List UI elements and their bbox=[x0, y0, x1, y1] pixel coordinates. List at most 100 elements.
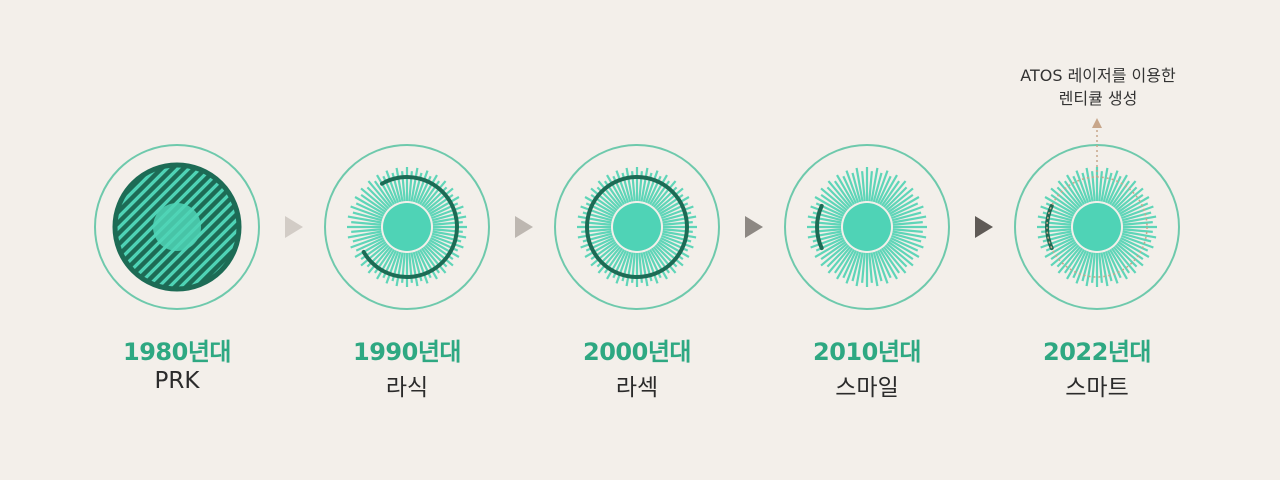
ray bbox=[606, 248, 625, 280]
ray bbox=[881, 180, 901, 207]
ray bbox=[842, 250, 858, 279]
ray bbox=[649, 174, 668, 206]
ray bbox=[1081, 251, 1092, 282]
stage-3-name: 라섹 bbox=[615, 375, 659, 401]
ray bbox=[826, 186, 850, 210]
hatch-line bbox=[115, 165, 229, 289]
ray bbox=[615, 251, 630, 284]
ray bbox=[351, 221, 382, 226]
ray bbox=[652, 180, 677, 208]
ray bbox=[1121, 211, 1152, 222]
ray bbox=[891, 234, 924, 249]
ray bbox=[649, 248, 668, 280]
ray bbox=[851, 251, 862, 282]
ray bbox=[842, 175, 858, 204]
hatch-line bbox=[175, 165, 239, 289]
hatch-line bbox=[131, 165, 239, 289]
outer-ring bbox=[554, 144, 720, 310]
ray bbox=[1063, 180, 1083, 207]
ray bbox=[1111, 247, 1131, 274]
ray bbox=[640, 167, 649, 202]
ray bbox=[426, 242, 454, 267]
ray bbox=[874, 251, 889, 284]
ray bbox=[1050, 241, 1077, 261]
ray bbox=[861, 252, 866, 283]
ray bbox=[577, 230, 612, 239]
progression-arrow-2 bbox=[515, 216, 533, 238]
ray bbox=[807, 215, 842, 224]
hatch-line bbox=[153, 165, 239, 289]
ray bbox=[872, 251, 883, 282]
ray bbox=[1066, 174, 1085, 206]
ray bbox=[432, 230, 467, 239]
ray bbox=[855, 167, 864, 202]
ray bbox=[590, 187, 618, 212]
ray bbox=[891, 232, 922, 243]
hatch-line bbox=[115, 165, 185, 289]
ray bbox=[1102, 172, 1113, 203]
ray bbox=[428, 196, 460, 215]
ray bbox=[855, 252, 864, 287]
ray bbox=[1040, 234, 1073, 249]
ray bbox=[351, 228, 382, 233]
ray bbox=[1102, 251, 1113, 282]
ray bbox=[1081, 172, 1092, 203]
ray bbox=[625, 252, 634, 287]
hatch-line bbox=[115, 165, 218, 289]
ray bbox=[810, 234, 843, 249]
ray bbox=[827, 246, 852, 274]
ray bbox=[1037, 230, 1072, 239]
ray bbox=[1120, 202, 1149, 218]
ray bbox=[881, 247, 901, 274]
ray bbox=[888, 239, 920, 258]
ray bbox=[376, 174, 395, 206]
ray bbox=[367, 246, 392, 274]
ray bbox=[1106, 175, 1122, 204]
ray bbox=[656, 187, 684, 212]
ray bbox=[597, 180, 622, 208]
ray bbox=[887, 193, 914, 213]
ray bbox=[884, 186, 908, 210]
ray bbox=[807, 230, 842, 239]
ray bbox=[360, 193, 387, 213]
ray bbox=[652, 246, 677, 274]
ray bbox=[580, 234, 613, 249]
ray bbox=[1121, 205, 1154, 220]
ray bbox=[662, 230, 697, 239]
ray bbox=[428, 239, 460, 258]
stage-4-year: 2010년대 bbox=[813, 338, 921, 366]
ray bbox=[644, 251, 659, 284]
ray bbox=[826, 244, 850, 268]
pupil bbox=[383, 203, 431, 251]
ray bbox=[890, 202, 919, 218]
ray bbox=[1111, 180, 1131, 207]
ray bbox=[1100, 167, 1109, 202]
ray bbox=[1056, 244, 1080, 268]
ray bbox=[884, 244, 908, 268]
ray bbox=[882, 180, 907, 208]
ray bbox=[350, 205, 383, 220]
ray bbox=[1121, 234, 1154, 249]
ray bbox=[891, 211, 922, 222]
ray bbox=[882, 246, 907, 274]
stage-smart-eye bbox=[1014, 118, 1180, 310]
ray bbox=[1050, 193, 1077, 213]
outer-ring bbox=[94, 144, 260, 310]
progression-arrow-3 bbox=[745, 216, 763, 238]
stage-prk-eye bbox=[94, 144, 260, 310]
small-incision-arc bbox=[815, 203, 824, 251]
ray bbox=[892, 228, 923, 233]
ray bbox=[1085, 252, 1094, 287]
ray bbox=[419, 248, 438, 280]
ray bbox=[890, 236, 919, 252]
ray bbox=[1066, 248, 1085, 280]
epithelium-ring bbox=[585, 175, 689, 279]
ray bbox=[833, 180, 853, 207]
ray bbox=[836, 248, 855, 280]
ray bbox=[1040, 205, 1073, 220]
ray bbox=[1072, 250, 1088, 279]
ray bbox=[845, 251, 860, 284]
ray bbox=[376, 248, 395, 280]
stage-1-year: 1980년대 bbox=[123, 338, 231, 366]
